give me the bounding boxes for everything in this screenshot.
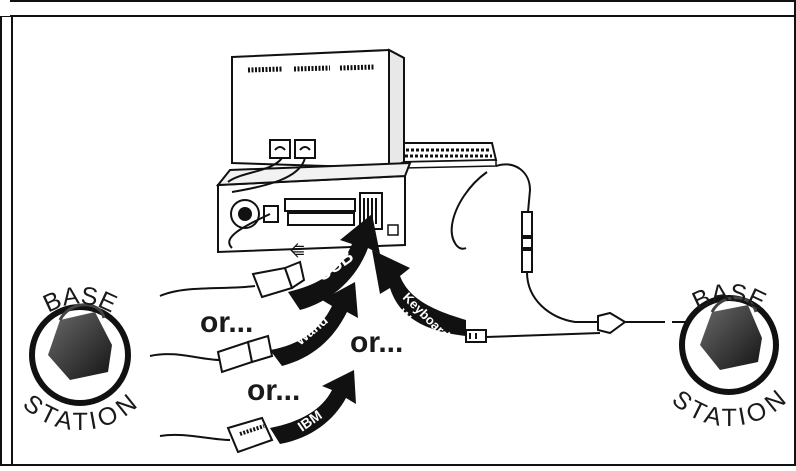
usb-connector: ⭅ [159, 243, 306, 299]
wand-connector [149, 334, 274, 374]
or-text-1: or... [200, 306, 253, 339]
or-text-2: or... [350, 326, 403, 359]
or-text-3: or... [247, 374, 300, 407]
computer-monitor [231, 48, 405, 170]
ibm-connector [159, 416, 274, 454]
base-station-cradle-right [700, 305, 762, 370]
keyboard-wedge-cable [450, 163, 685, 343]
base-station-right: BASE STATION [667, 279, 791, 432]
svg-text:⭅: ⭅ [290, 243, 304, 261]
monitor-cables [227, 157, 306, 249]
keyboard [400, 142, 498, 169]
computer-tower [215, 161, 412, 254]
base-station-cradle-left [48, 312, 112, 380]
